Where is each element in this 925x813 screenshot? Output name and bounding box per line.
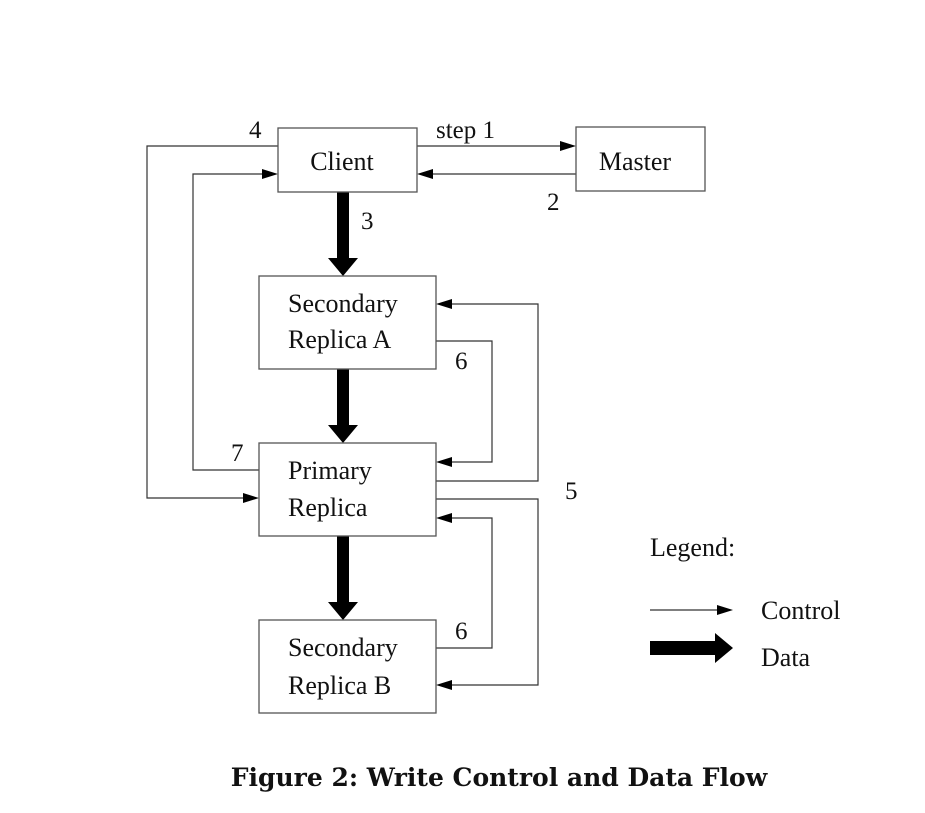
data-arrow-3-client-to-secondary-a — [328, 192, 358, 276]
edge-6-secondary-a-to-primary — [436, 340, 493, 467]
data-arrow-secondary-a-to-primary — [328, 369, 358, 443]
node-master-label: Master — [599, 147, 672, 176]
edge-2-master-to-client — [417, 169, 576, 179]
node-secondary-a-line2: Replica A — [288, 325, 391, 354]
node-primary-replica: Primary Replica — [258, 442, 437, 537]
node-master: Master — [575, 126, 706, 192]
edge-step1-client-to-master — [417, 141, 576, 151]
label-step-2: 2 — [547, 189, 560, 216]
edge-5-primary-to-secondary-b — [436, 498, 539, 690]
figure-caption: Figure 2: Write Control and Data Flow — [231, 763, 769, 792]
legend-title: Legend: — [650, 533, 735, 562]
edge-6-secondary-b-to-primary — [436, 513, 493, 649]
node-primary-line1: Primary — [288, 456, 372, 485]
node-secondary-b-line1: Secondary — [288, 633, 398, 662]
label-step-6-b: 6 — [455, 618, 468, 645]
legend: Legend: Control Data — [650, 533, 840, 672]
label-step-7: 7 — [231, 440, 244, 467]
node-secondary-a-line1: Secondary — [288, 289, 398, 318]
label-step-4: 4 — [249, 117, 262, 144]
edge-5-primary-to-secondary-a — [436, 299, 539, 482]
node-client: Client — [277, 127, 418, 193]
label-step-5: 5 — [565, 478, 578, 505]
data-arrow-primary-to-secondary-b — [328, 536, 358, 620]
node-secondary-replica-b: Secondary Replica B — [258, 619, 437, 714]
node-primary-line2: Replica — [288, 493, 368, 522]
label-step-3: 3 — [361, 208, 374, 235]
legend-control-label: Control — [761, 596, 840, 625]
legend-data-arrow-icon — [650, 633, 733, 663]
label-step-6-a: 6 — [455, 348, 468, 375]
legend-data-label: Data — [761, 643, 811, 672]
node-client-label: Client — [310, 147, 374, 176]
legend-control-arrow-icon — [650, 605, 733, 615]
edge-7-primary-to-client — [192, 169, 278, 471]
node-secondary-replica-a: Secondary Replica A — [258, 275, 437, 370]
node-secondary-b-line2: Replica B — [288, 671, 391, 700]
label-step-1: step 1 — [436, 117, 495, 144]
edge-4-client-to-primary — [146, 145, 278, 503]
